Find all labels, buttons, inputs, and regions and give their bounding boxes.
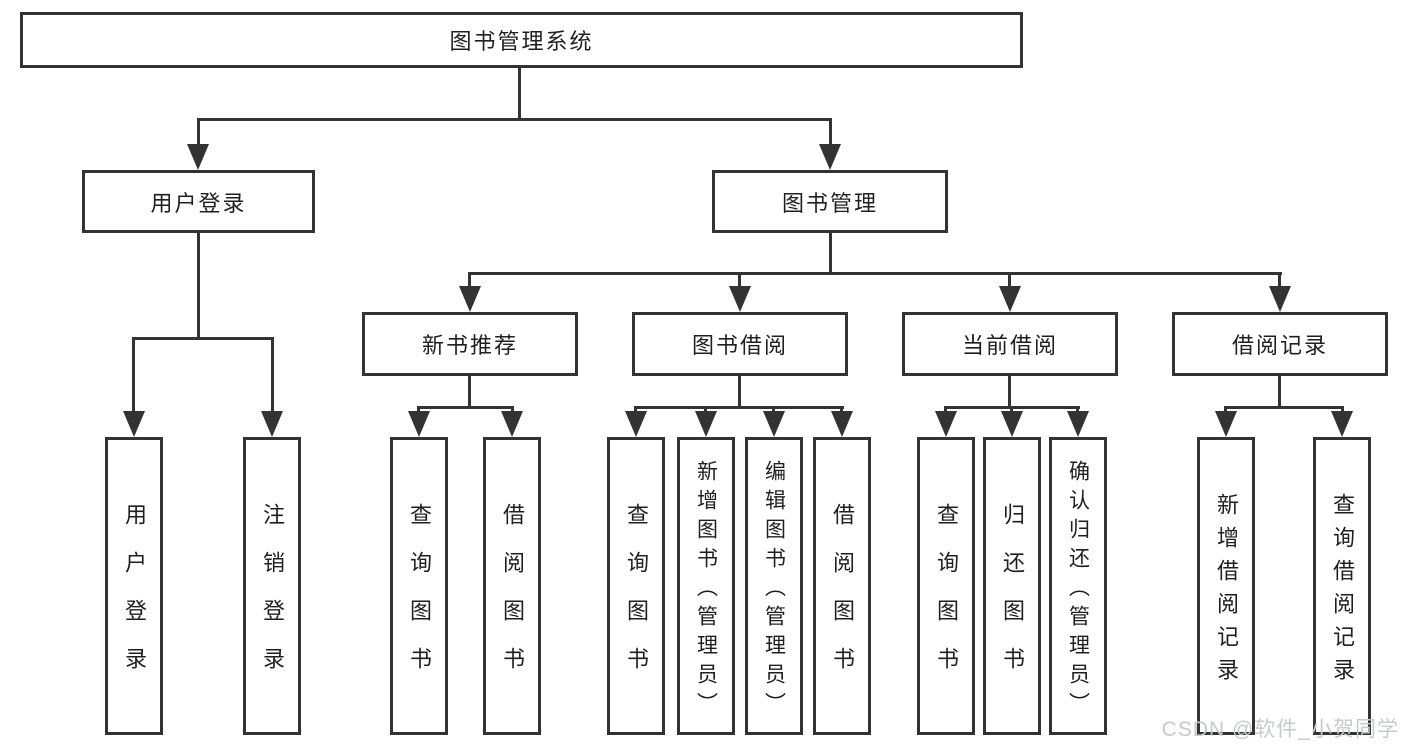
connector-line bbox=[271, 337, 274, 415]
node-label: 查询借阅记录 bbox=[1330, 492, 1355, 691]
node-query-books: 查询图书 bbox=[917, 437, 975, 735]
node-book-borrowing: 图书借阅 bbox=[632, 312, 848, 376]
node-label: 图书借阅 bbox=[691, 333, 788, 358]
connector-line bbox=[132, 337, 274, 340]
node-user-login-action: 用户登录 bbox=[105, 437, 163, 735]
arrow-down-icon bbox=[501, 411, 523, 437]
arrow-down-icon bbox=[1269, 286, 1291, 312]
arrow-down-icon bbox=[261, 411, 283, 437]
node-query-books: 查询图书 bbox=[607, 437, 665, 735]
arrow-down-icon bbox=[695, 411, 717, 437]
node-label: 用户登录 bbox=[150, 190, 247, 216]
connector-line bbox=[738, 272, 741, 290]
arrow-down-icon bbox=[1331, 411, 1353, 437]
connector-line bbox=[1341, 406, 1344, 414]
node-library-system: 图书管理系统 bbox=[20, 12, 1023, 68]
connector-line bbox=[840, 406, 843, 414]
node-label: 当前借阅 bbox=[961, 333, 1058, 358]
node-add-borrow-record: 新增借阅记录 bbox=[1197, 437, 1255, 735]
connector-line bbox=[738, 376, 741, 409]
connector-line bbox=[634, 406, 637, 414]
connector-line bbox=[634, 406, 844, 409]
node-new-book-recommend: 新书推荐 bbox=[362, 312, 578, 376]
node-current-borrowing: 当前借阅 bbox=[902, 312, 1118, 376]
connector-line bbox=[417, 406, 420, 414]
arrow-down-icon bbox=[1001, 411, 1023, 437]
connector-line bbox=[197, 118, 200, 148]
connector-line bbox=[468, 272, 1282, 275]
connector-line bbox=[1224, 406, 1227, 414]
node-edit-books-admin: 编辑图书（管理员） bbox=[745, 437, 803, 735]
connector-line bbox=[1008, 272, 1011, 290]
connector-line bbox=[1076, 406, 1079, 414]
node-borrow-books: 借阅图书 bbox=[813, 437, 871, 735]
connector-line bbox=[1278, 272, 1281, 290]
node-label: 借阅图书 bbox=[830, 503, 855, 695]
node-label: 新书推荐 bbox=[421, 333, 518, 358]
arrow-down-icon bbox=[459, 286, 481, 312]
arrow-down-icon bbox=[187, 144, 209, 170]
node-label: 归还图书 bbox=[1000, 503, 1025, 695]
connector-line bbox=[468, 376, 471, 409]
connector-line bbox=[518, 68, 521, 121]
node-label: 确认归还（管理员） bbox=[1066, 459, 1091, 721]
arrow-down-icon bbox=[999, 286, 1021, 312]
node-borrowing-records: 借阅记录 bbox=[1172, 312, 1388, 376]
connector-line bbox=[772, 406, 775, 414]
node-label: 新增借阅记录 bbox=[1214, 492, 1239, 691]
node-borrow-books: 借阅图书 bbox=[483, 437, 541, 735]
arrow-down-icon bbox=[625, 411, 647, 437]
node-logout-action: 注销登录 bbox=[243, 437, 301, 735]
arrow-down-icon bbox=[1215, 411, 1237, 437]
arrow-down-icon bbox=[1067, 411, 1089, 437]
connector-line bbox=[197, 233, 200, 340]
node-return-books: 归还图书 bbox=[983, 437, 1041, 735]
arrow-down-icon bbox=[935, 411, 957, 437]
node-add-books-admin: 新增图书（管理员） bbox=[677, 437, 735, 735]
connector-line bbox=[1010, 406, 1013, 414]
arrow-down-icon bbox=[729, 286, 751, 312]
node-book-management: 图书管理 bbox=[712, 170, 948, 233]
connector-line bbox=[132, 337, 135, 415]
node-label: 图书管理系统 bbox=[449, 29, 594, 54]
arrow-down-icon bbox=[819, 144, 841, 170]
node-label: 借阅记录 bbox=[1231, 333, 1328, 358]
arrow-down-icon bbox=[763, 411, 785, 437]
connector-line bbox=[417, 406, 514, 409]
connector-line bbox=[468, 272, 471, 290]
node-query-borrow-record: 查询借阅记录 bbox=[1313, 437, 1371, 735]
arrow-down-icon bbox=[408, 411, 430, 437]
connector-line bbox=[829, 233, 832, 275]
node-user-login: 用户登录 bbox=[82, 170, 315, 233]
node-query-books: 查询图书 bbox=[390, 437, 448, 735]
node-label: 图书管理 bbox=[781, 190, 878, 216]
connector-line bbox=[704, 406, 707, 414]
node-confirm-return-admin: 确认归还（管理员） bbox=[1049, 437, 1107, 735]
arrow-down-icon bbox=[123, 411, 145, 437]
node-label: 查询图书 bbox=[624, 503, 649, 695]
connector-line bbox=[829, 118, 832, 148]
connector-line bbox=[1008, 376, 1011, 409]
node-label: 借阅图书 bbox=[500, 503, 525, 695]
node-label: 查询图书 bbox=[407, 503, 432, 695]
node-label: 用户登录 bbox=[122, 503, 147, 695]
connector-line bbox=[1224, 406, 1344, 409]
node-label: 查询图书 bbox=[934, 503, 959, 695]
node-label: 新增图书（管理员） bbox=[694, 459, 719, 721]
node-label: 注销登录 bbox=[260, 503, 285, 695]
connector-line bbox=[511, 406, 514, 414]
connector-line bbox=[1278, 376, 1281, 409]
connector-line bbox=[197, 118, 832, 121]
arrow-down-icon bbox=[831, 411, 853, 437]
node-label: 编辑图书（管理员） bbox=[762, 459, 787, 721]
connector-line bbox=[944, 406, 947, 414]
csdn-watermark: CSDN @软件_小贺同学 bbox=[1161, 718, 1399, 741]
